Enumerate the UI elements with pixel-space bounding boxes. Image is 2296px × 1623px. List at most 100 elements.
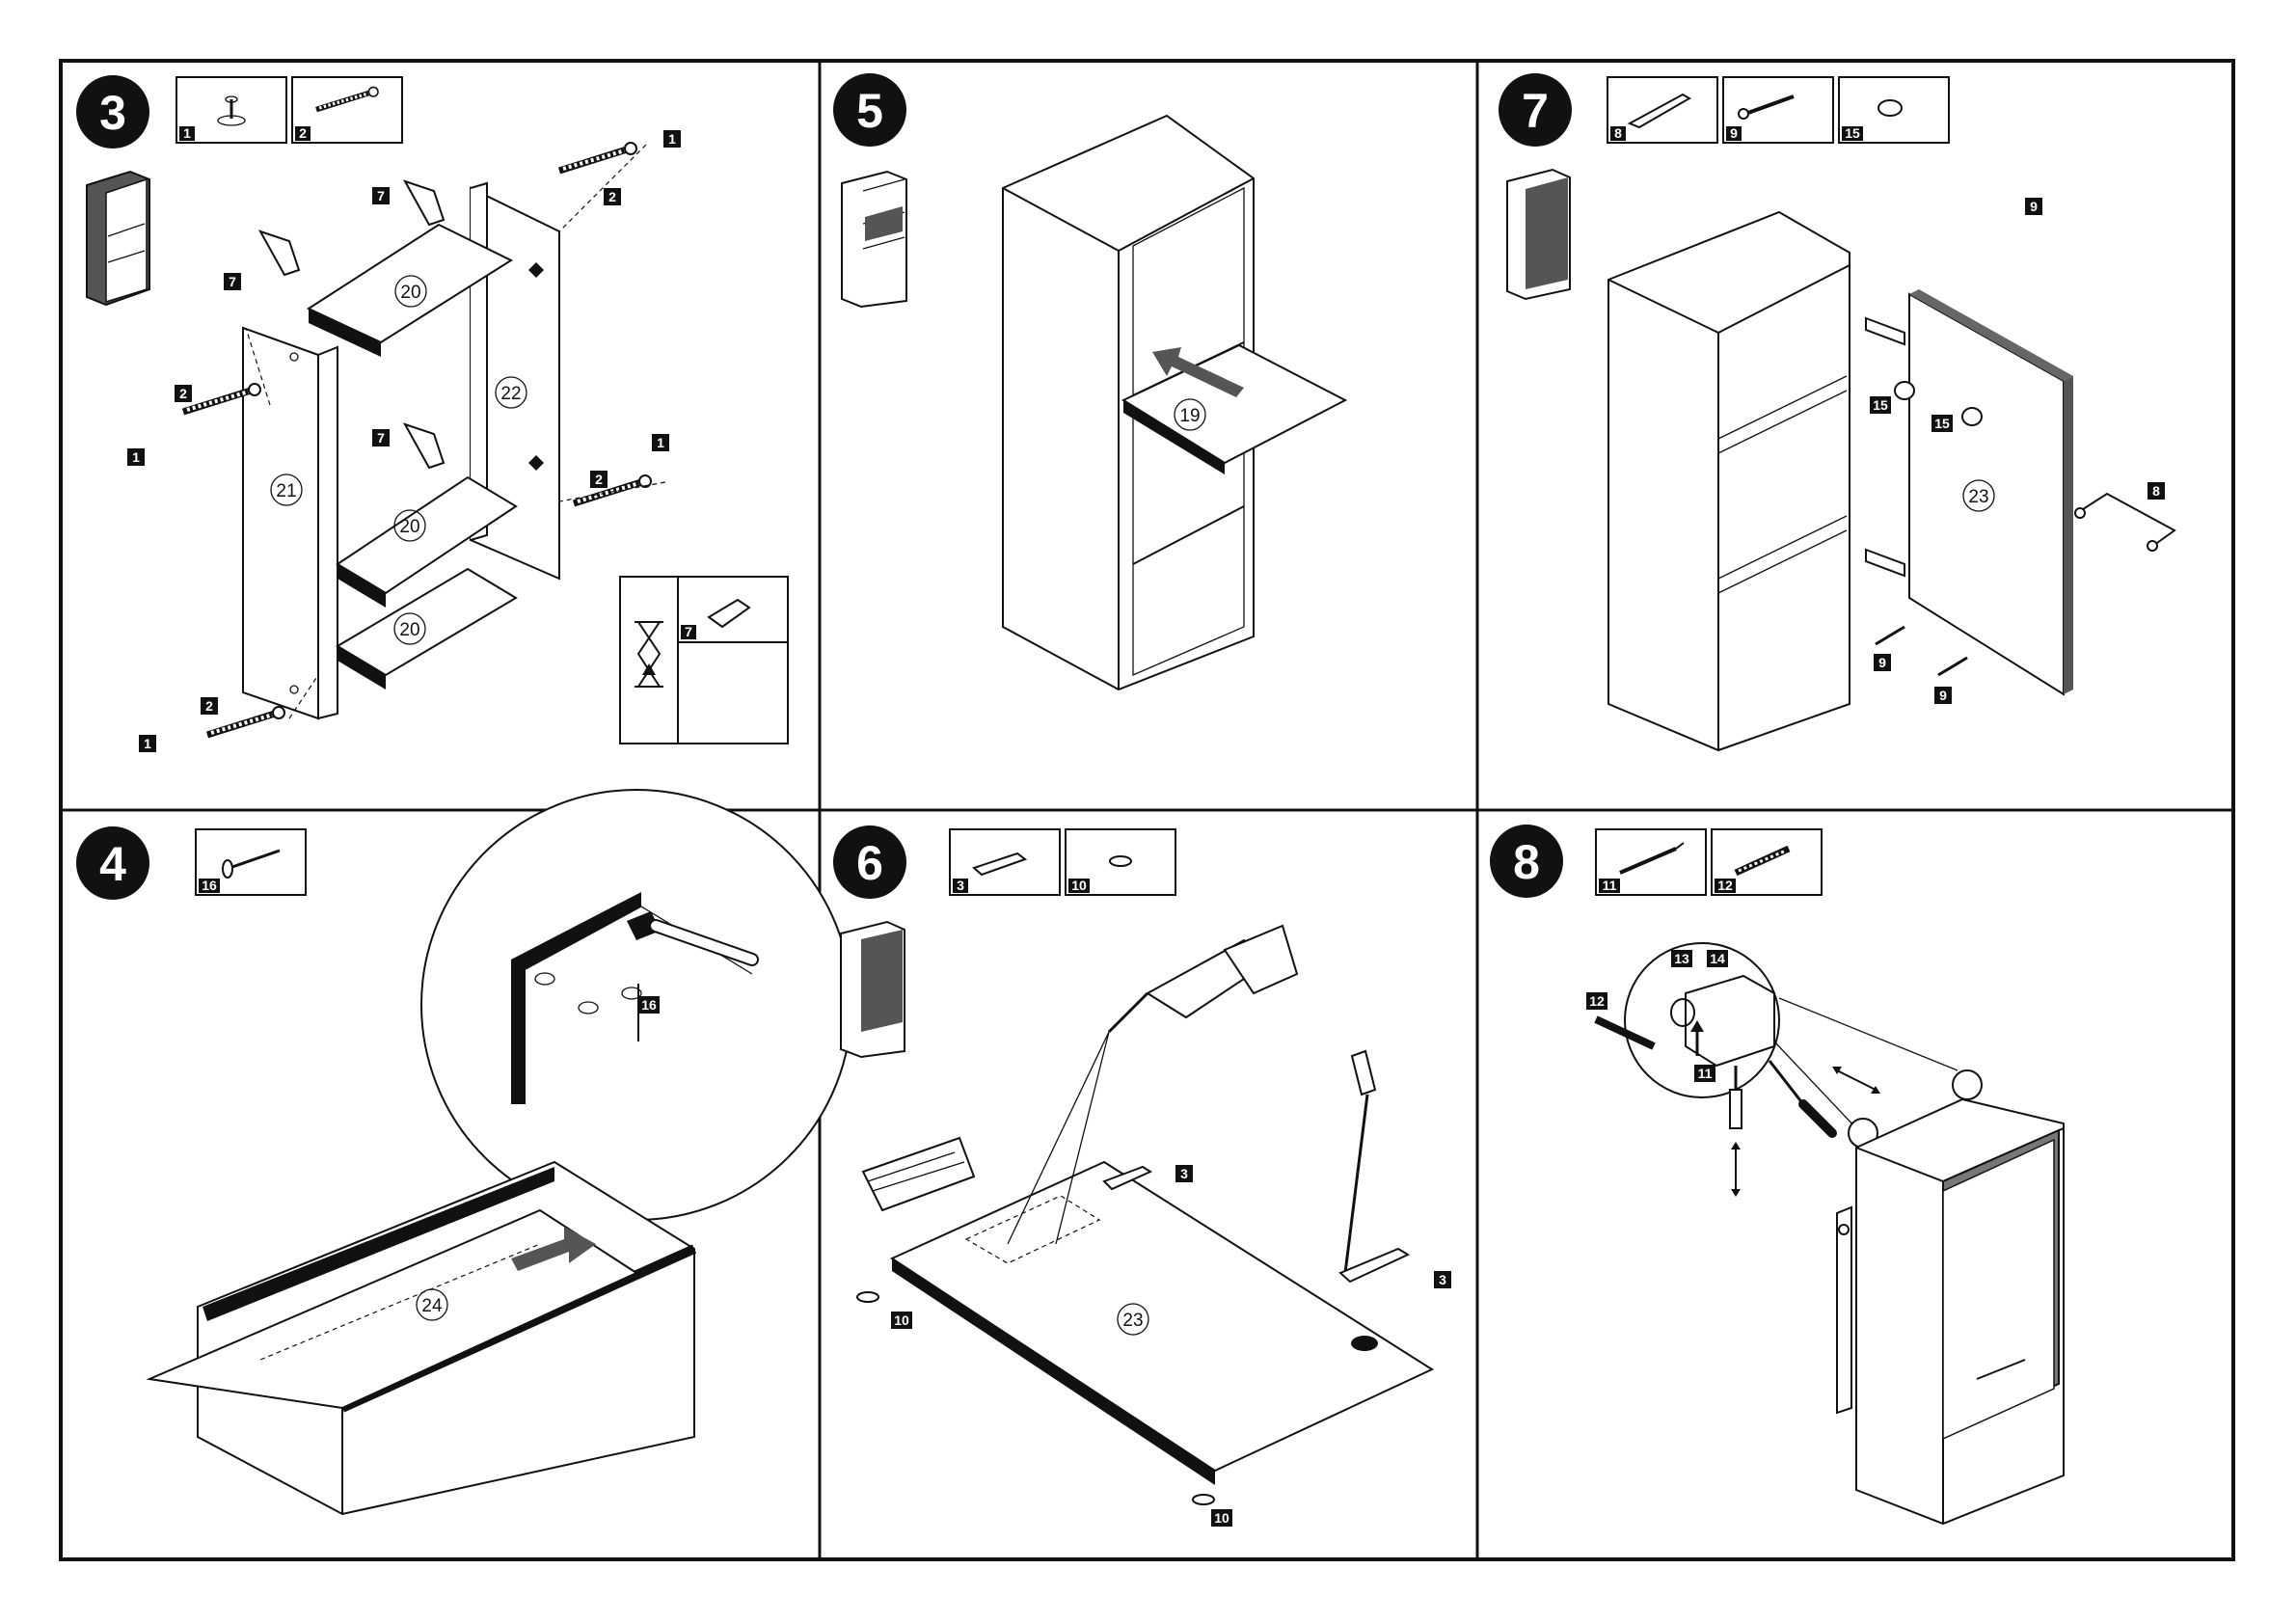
svg-text:9: 9 — [2030, 199, 2038, 214]
svg-text:3: 3 — [957, 878, 964, 893]
svg-text:20: 20 — [399, 517, 419, 537]
svg-text:7: 7 — [377, 430, 385, 446]
svg-text:23: 23 — [1968, 487, 1988, 507]
part-label: 14 — [1707, 950, 1728, 967]
svg-text:1: 1 — [144, 736, 151, 751]
hinge-icon — [1866, 550, 1904, 576]
svg-text:15: 15 — [1845, 125, 1860, 141]
knob-icon — [1878, 100, 1902, 116]
parts-box: 8 9 15 — [1607, 77, 1949, 143]
svg-text:7: 7 — [377, 188, 385, 203]
part-label: 7 — [224, 273, 241, 290]
svg-text:10: 10 — [1214, 1510, 1229, 1526]
parts-box: 1 2 — [176, 77, 402, 143]
svg-text:7: 7 — [685, 624, 692, 639]
svg-text:20: 20 — [400, 283, 420, 303]
glue-tube-icon — [709, 600, 749, 627]
door-23 — [1909, 289, 2073, 694]
svg-text:6: 6 — [856, 836, 883, 890]
hourglass-icon — [635, 622, 663, 687]
step-4-panel: 4 16 16 24 — [76, 790, 851, 1514]
svg-text:5: 5 — [856, 84, 883, 138]
part-label: 15 — [1931, 415, 1953, 432]
dowel-screw-icon — [207, 707, 284, 735]
drill-icon — [1109, 926, 1297, 1032]
svg-text:7: 7 — [1522, 84, 1549, 138]
screwdriver-icon — [1345, 1051, 1375, 1273]
svg-text:21: 21 — [276, 481, 296, 501]
part-label: 1 — [652, 434, 669, 451]
svg-text:9: 9 — [1878, 655, 1886, 670]
svg-text:7: 7 — [229, 274, 236, 289]
part-label: 9 — [2025, 198, 2042, 215]
svg-text:1: 1 — [183, 125, 191, 141]
svg-text:14: 14 — [1710, 951, 1725, 966]
svg-text:8: 8 — [2152, 483, 2160, 499]
hook-screw-icon — [1620, 843, 1684, 873]
wood-scrap-icon — [863, 1138, 974, 1210]
handle-icon — [1630, 95, 1689, 127]
svg-text:12: 12 — [1589, 993, 1605, 1009]
parts-box: 11 12 — [1596, 829, 1822, 895]
step-number-badge: 7 — [1499, 73, 1572, 147]
glue-drying-note: 7 — [620, 577, 788, 744]
svg-text:16: 16 — [641, 997, 657, 1013]
svg-text:23: 23 — [1122, 1311, 1143, 1331]
part-label: 10 — [1211, 1509, 1232, 1527]
svg-text:3: 3 — [1439, 1272, 1446, 1287]
part-label: 1 — [139, 735, 156, 752]
svg-text:2: 2 — [179, 386, 187, 401]
door-23 — [892, 1162, 1432, 1485]
part-label: 7 — [372, 187, 390, 204]
hinge-icon — [1866, 318, 1904, 344]
svg-text:9: 9 — [1730, 125, 1738, 141]
svg-text:1: 1 — [657, 435, 664, 450]
svg-text:15: 15 — [1934, 416, 1950, 431]
part-label: 15 — [1870, 396, 1891, 414]
svg-text:15: 15 — [1873, 397, 1888, 413]
svg-text:24: 24 — [421, 1296, 443, 1316]
wall-mounted-cabinet — [1837, 1099, 2064, 1524]
svg-text:19: 19 — [1179, 406, 1200, 426]
svg-text:10: 10 — [1071, 878, 1087, 893]
screwdriver-icon — [1769, 1061, 1832, 1133]
wall-plug-icon — [1736, 849, 1789, 873]
step-8-panel: 8 11 12 13 14 11 12 — [1490, 825, 2064, 1524]
svg-text:16: 16 — [202, 878, 217, 893]
part-label: 3 — [1434, 1271, 1451, 1288]
cabinet-thumbnail — [87, 172, 149, 305]
nail-icon — [223, 851, 280, 878]
foot-pad-icon — [1110, 856, 1131, 866]
step-5-panel: 5 19 — [833, 73, 1345, 690]
part-label: 2 — [604, 188, 621, 205]
svg-text:2: 2 — [608, 189, 616, 204]
part-label: 9 — [1874, 654, 1891, 671]
cabinet-thumbnail — [1507, 170, 1570, 299]
glue-tube-icon — [405, 181, 444, 225]
step-number-badge: 4 — [76, 826, 149, 900]
svg-text:11: 11 — [1603, 878, 1617, 893]
svg-text:22: 22 — [500, 384, 521, 404]
screw-icon — [1876, 627, 1904, 644]
svg-text:20: 20 — [399, 620, 419, 640]
double-arrow-icon — [1731, 1142, 1741, 1197]
foot-cap-icon — [218, 96, 245, 125]
part-label: 12 — [1586, 992, 1607, 1010]
part-label: 7 — [372, 429, 390, 446]
svg-text:13: 13 — [1674, 951, 1689, 966]
magnified-knob — [1953, 1070, 1982, 1099]
parts-box: 16 — [196, 829, 306, 895]
svg-text:10: 10 — [894, 1312, 909, 1328]
svg-text:2: 2 — [595, 472, 603, 487]
svg-text:2: 2 — [205, 698, 213, 714]
detail-magnifier: 13 14 11 — [1625, 943, 1779, 1097]
part-label: 3 — [1175, 1165, 1193, 1182]
step-number-badge: 8 — [1490, 825, 1563, 898]
step-number-badge: 3 — [76, 75, 149, 149]
glue-tube-icon — [405, 424, 444, 468]
part-label: 2 — [201, 697, 218, 715]
knob-icon — [1895, 382, 1914, 399]
svg-text:4: 4 — [99, 837, 126, 891]
part-label: 16 — [638, 996, 660, 1014]
